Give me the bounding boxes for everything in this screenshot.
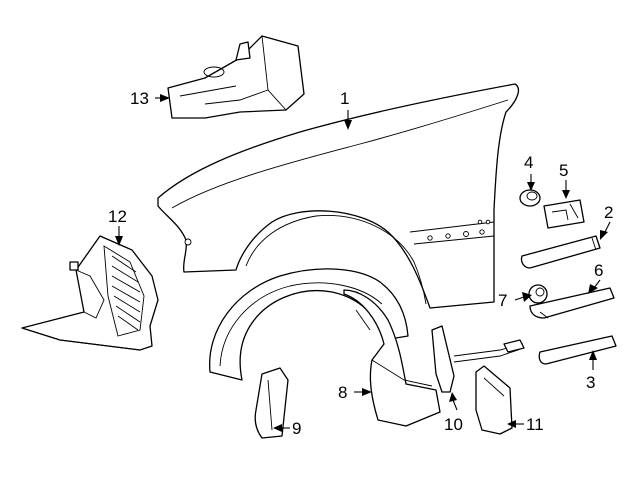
part-11-cover [475,365,513,435]
part-2-molding [520,235,601,269]
callout-10: 10 [444,415,463,434]
part-13-air-duct [167,35,305,119]
part-12-grille-shield [21,235,159,351]
part-9-trim-piece [254,367,289,439]
part-5-bracket [543,199,585,229]
callout-9: 9 [292,419,301,438]
callout-4: 4 [524,153,533,172]
callout-6: 6 [594,261,603,280]
callout-5: 5 [559,161,568,180]
part-6-molding-strip [529,287,615,319]
callout-1: 1 [340,89,349,108]
callout-12: 12 [108,207,127,226]
callout-13: 13 [130,89,149,108]
part-7-grommet [528,284,548,304]
callout-3: 3 [586,373,595,392]
callout-11: 11 [526,415,544,434]
callout-labels: 1 2 3 4 5 6 7 8 9 10 11 12 13 [108,89,613,438]
callout-7: 7 [498,291,507,310]
part-1-fender [157,83,520,309]
part-8-wheel-liner [209,268,441,427]
callout-8: 8 [338,383,347,402]
callout-2: 2 [604,203,613,222]
part-4-plug [519,189,541,207]
leader-lines [115,94,611,432]
part-10-seal [431,325,525,393]
part-3-trim-strip [538,335,617,365]
